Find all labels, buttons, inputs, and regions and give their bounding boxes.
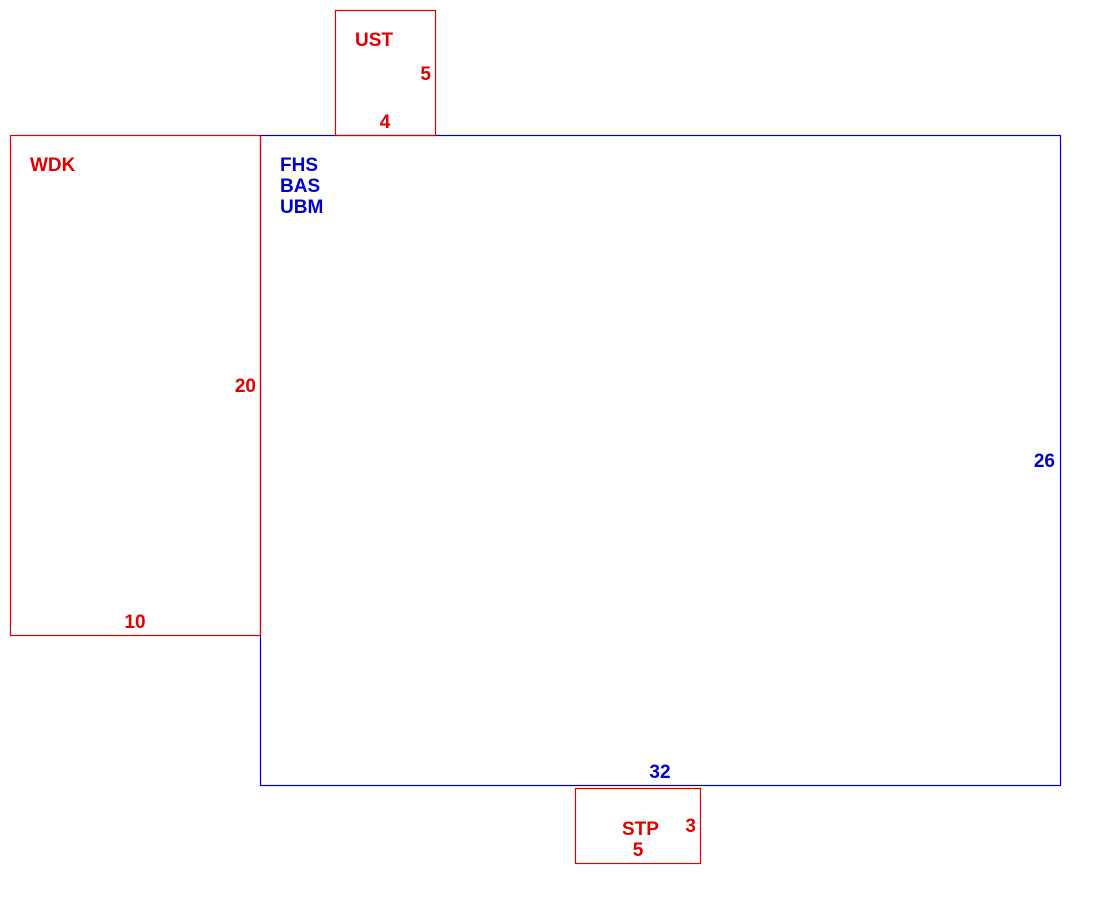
- front-stoop-outline: [574, 787, 702, 865]
- front-stoop-code: STP: [622, 819, 659, 840]
- upper-stoop-depth-dimension: 5: [420, 64, 431, 85]
- main-area-outline: [259, 134, 1062, 787]
- upper-stoop-area: UST 5 4: [334, 9, 437, 137]
- front-stoop-area: STP 3 5: [574, 787, 702, 865]
- upper-stoop-code: UST: [355, 30, 393, 51]
- wood-deck-area: WDK 20 10: [9, 134, 262, 637]
- main-area-code-2: BAS: [280, 176, 320, 197]
- upper-stoop-width-dimension: 4: [380, 112, 391, 133]
- wood-deck-width-dimension: 10: [124, 612, 145, 633]
- upper-stoop-outline: [334, 9, 437, 137]
- wood-deck-depth-dimension: 20: [235, 376, 256, 397]
- front-stoop-depth-dimension: 3: [685, 816, 696, 837]
- main-area: FHS BAS UBM 32 26: [259, 134, 1062, 787]
- wood-deck-outline: [9, 134, 262, 637]
- front-stoop-width-dimension: 5: [633, 840, 644, 861]
- main-area-code-1: FHS: [280, 155, 318, 176]
- main-area-depth-dimension: 26: [1034, 451, 1055, 472]
- wood-deck-code: WDK: [30, 155, 76, 176]
- main-area-code-3: UBM: [280, 197, 323, 218]
- main-area-width-dimension: 32: [649, 762, 670, 783]
